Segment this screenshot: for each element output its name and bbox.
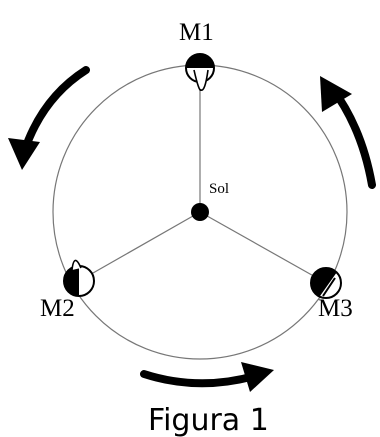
spoke-m3 (199, 211, 327, 284)
moon-m2 (63, 259, 95, 297)
arrow-bottom-icon (140, 362, 274, 392)
arrow-right-icon (320, 76, 376, 189)
moon-m1 (185, 53, 215, 91)
moon-m3 (310, 267, 342, 299)
moon-m3-label: M3 (318, 295, 353, 322)
arrow-top-left-icon (8, 66, 90, 170)
figure-caption: Figura 1 (148, 403, 269, 437)
spoke-m2 (78, 211, 201, 282)
sun-dot (191, 203, 209, 221)
moon-m1-label: M1 (179, 19, 214, 46)
sun-label: Sol (209, 181, 229, 197)
moon-m2-label: M2 (40, 295, 75, 322)
